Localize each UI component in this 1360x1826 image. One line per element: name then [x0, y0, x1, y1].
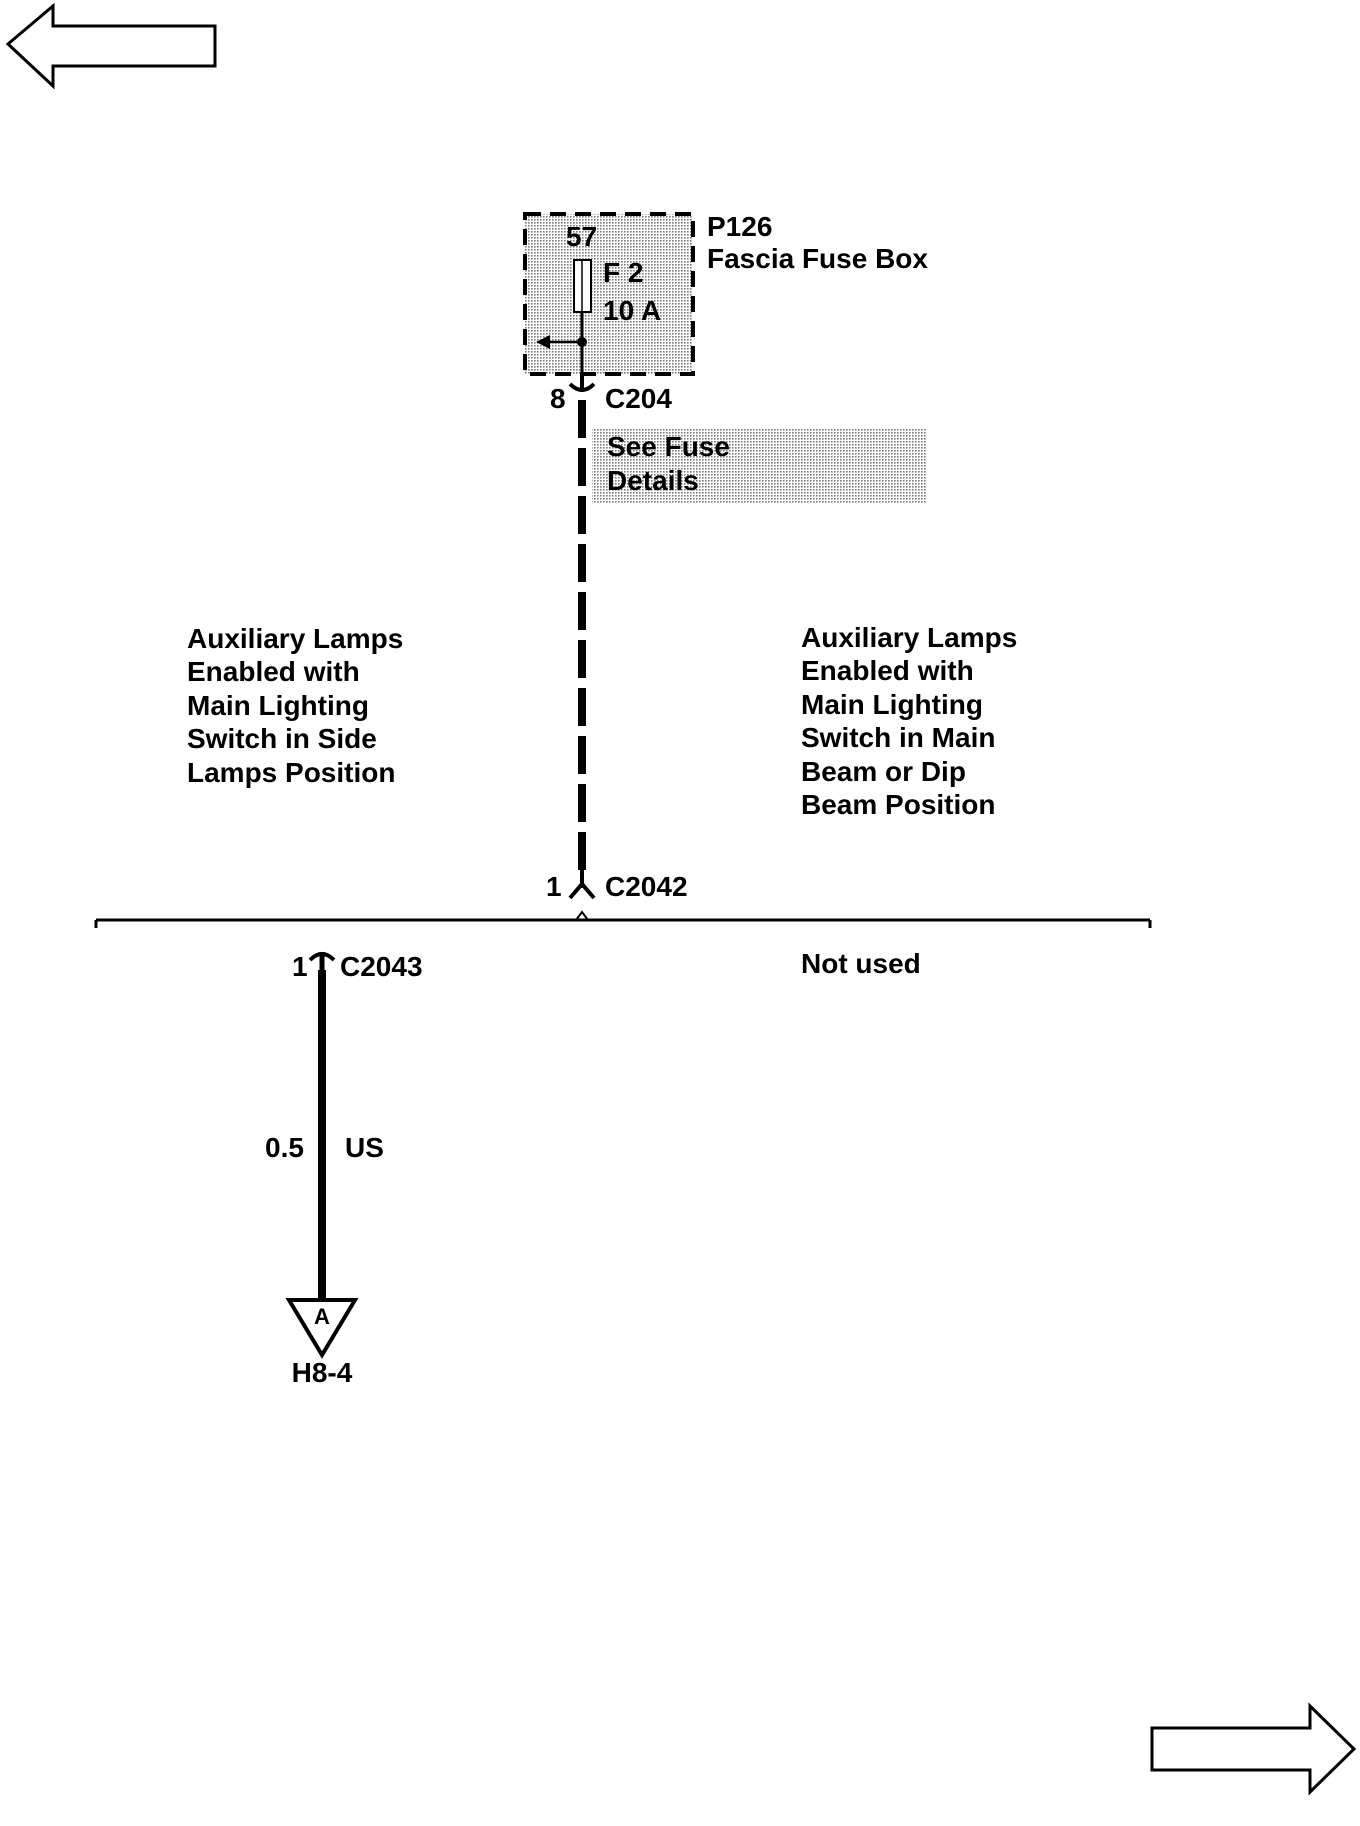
right-arrow-icon	[1150, 1702, 1357, 1796]
fuse-rating: 10 A	[603, 295, 661, 326]
fuse-details-shading	[592, 428, 926, 504]
fuse-label: F 2	[603, 257, 643, 288]
c204-pin: 8	[550, 383, 566, 414]
right-condition-line: Switch in Main	[801, 722, 995, 753]
wire-size: 0.5	[265, 1132, 304, 1163]
left-condition-line: Main Lighting	[187, 690, 369, 721]
fuse-box-name: Fascia Fuse Box	[707, 243, 928, 274]
right-condition-line: Beam Position	[801, 789, 995, 820]
next-page-button[interactable]	[1150, 1702, 1357, 1796]
off-page-reference[interactable]: A	[285, 1298, 359, 1359]
fuse-number: 57	[566, 221, 597, 252]
c204-id: C204	[605, 383, 672, 414]
c2043-pin: 1	[292, 951, 308, 982]
left-condition-line: Auxiliary Lamps	[187, 623, 403, 654]
connector-c204	[568, 375, 596, 392]
c2042-pin: 1	[546, 871, 562, 902]
right-condition-line: Beam or Dip	[801, 756, 966, 787]
fuse-details-line1: See Fuse	[607, 431, 730, 462]
not-used-label: Not used	[801, 948, 921, 979]
right-condition-line: Auxiliary Lamps	[801, 622, 1017, 653]
reference-triangle-icon	[285, 1298, 359, 1359]
left-condition-line: Switch in Side	[187, 723, 377, 754]
previous-page-button[interactable]	[5, 2, 217, 90]
male-terminal-icon	[568, 880, 596, 900]
right-condition-line: Main Lighting	[801, 689, 983, 720]
right-condition-line: Enabled with	[801, 655, 974, 686]
right-condition-text: Auxiliary Lamps Enabled with Main Lighti…	[801, 622, 1017, 820]
c2043-id: C2043	[340, 951, 423, 982]
reference-location: H8-4	[292, 1357, 353, 1388]
reference-letter: A	[314, 1304, 330, 1329]
fuse-box: 57 F 2 10 A	[523, 212, 695, 376]
c2042-id: C2042	[605, 871, 688, 902]
connector-c2042	[568, 870, 596, 900]
fuse-box-id: P126	[707, 211, 772, 242]
branch-arrow-icon	[536, 335, 550, 349]
left-condition-text: Auxiliary Lamps Enabled with Main Lighti…	[187, 623, 403, 788]
left-arrow-icon	[5, 2, 217, 90]
switch-position-bar	[94, 910, 1152, 928]
wire-color-code: US	[345, 1132, 384, 1163]
left-condition-line: Enabled with	[187, 656, 360, 687]
see-fuse-details-link[interactable]: See Fuse Details	[592, 428, 926, 504]
fuse-details-line2: Details	[607, 465, 699, 496]
fuse-box-shading	[523, 212, 695, 376]
left-condition-line: Lamps Position	[187, 757, 395, 788]
